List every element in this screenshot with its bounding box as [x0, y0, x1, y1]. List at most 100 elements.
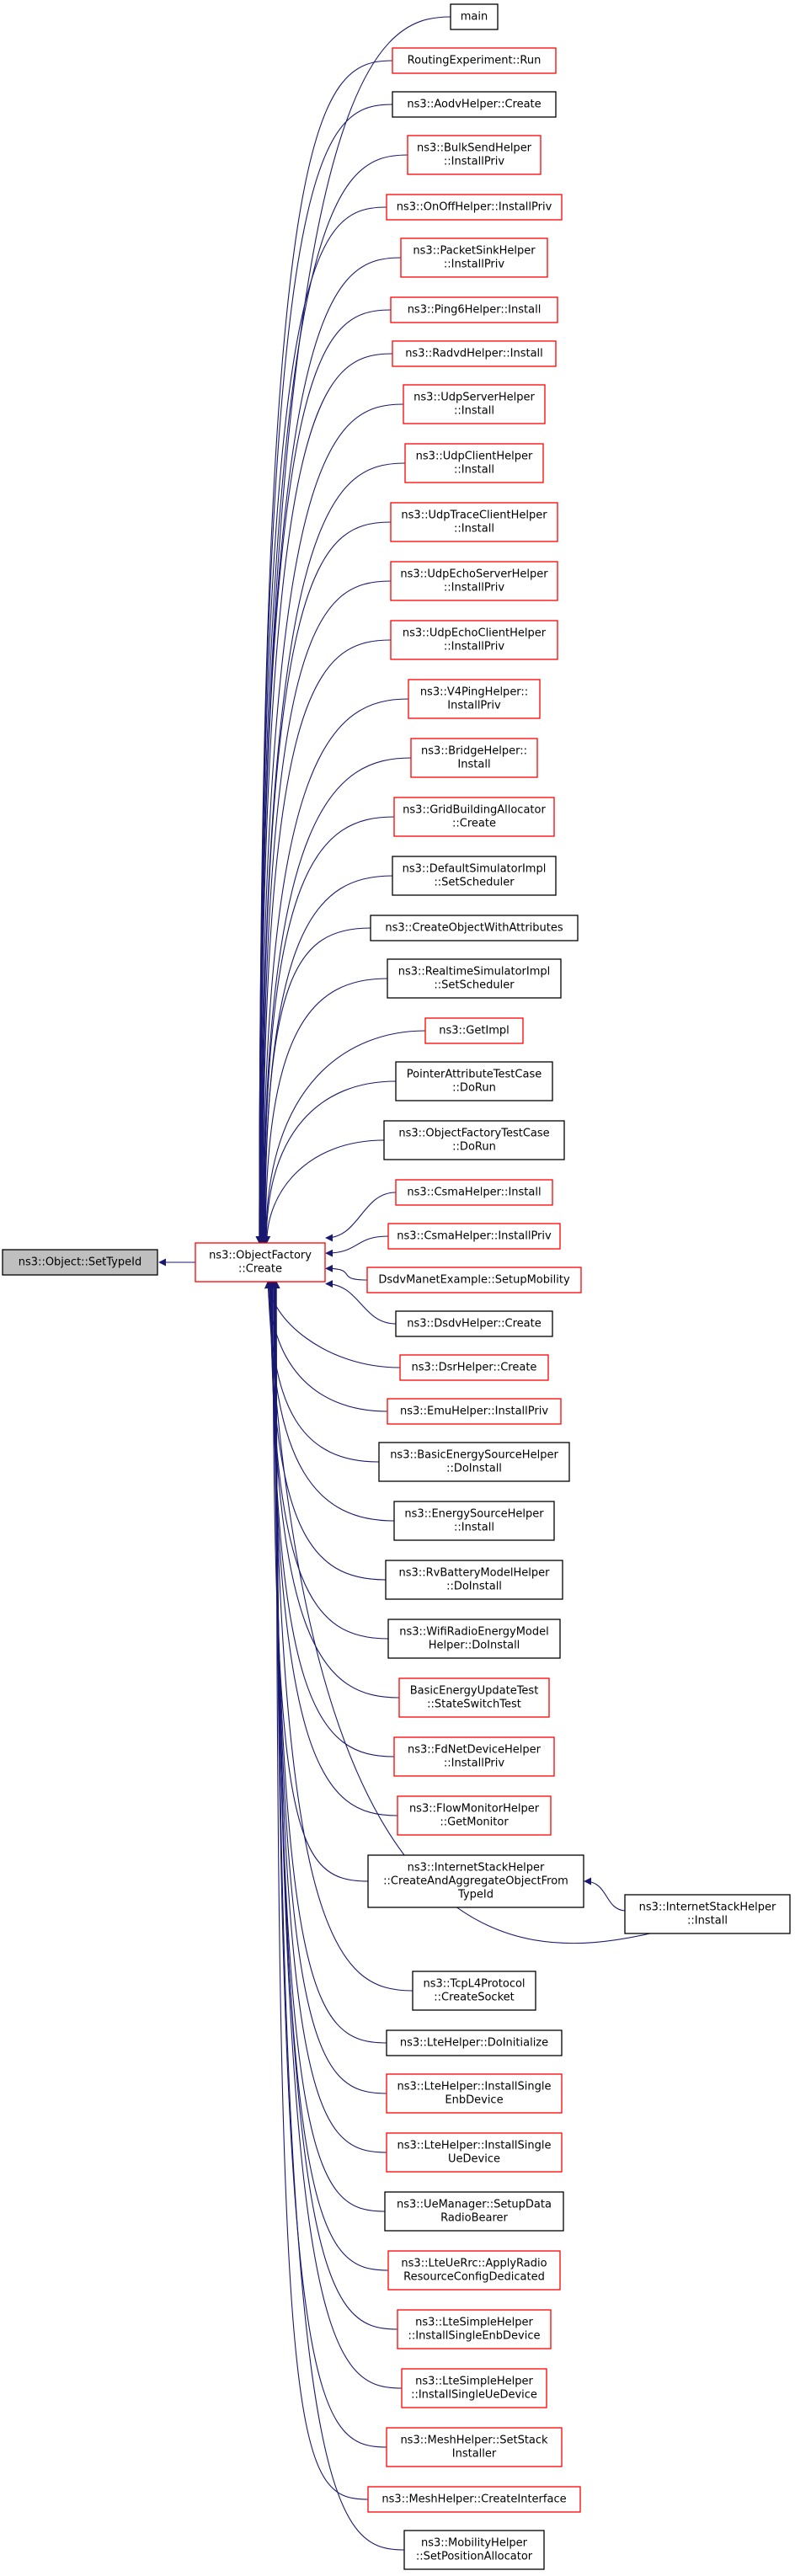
caller-node-label-line: ns3::LteHelper::DoInitialize: [400, 2037, 548, 2050]
side-node[interactable]: ns3::InternetStackHelper::Install: [624, 1894, 791, 1934]
caller-node[interactable]: ns3::DsdvHelper::Create: [395, 1310, 553, 1337]
caller-node[interactable]: ns3::BasicEnergySourceHelper::DoInstall: [378, 1442, 570, 1482]
caller-node[interactable]: BasicEnergyUpdateTest::StateSwitchTest: [398, 1677, 550, 1718]
hub-node[interactable]: ns3::ObjectFactory::Create: [195, 1242, 326, 1283]
caller-node-label-line: ::DoRun: [452, 1082, 496, 1095]
caller-node-label-line: ResourceConfigDedicated: [403, 2271, 545, 2284]
caller-node[interactable]: ns3::WifiRadioEnergyModelHelper::DoInsta…: [387, 1619, 561, 1659]
caller-node[interactable]: ns3::GridBuildingAllocator::Create: [393, 797, 555, 837]
caller-node-label-line: ns3::GetImpl: [439, 1025, 510, 1037]
root-node[interactable]: ns3::Object::SetTypeId: [2, 1249, 158, 1276]
caller-node[interactable]: ns3::V4PingHelper::InstallPriv: [408, 679, 541, 719]
caller-node-label-line: main: [461, 11, 488, 24]
side-node-label-line: ::Install: [687, 1915, 728, 1928]
caller-node[interactable]: main: [450, 3, 499, 30]
caller-node[interactable]: ns3::CsmaHelper::InstallPriv: [387, 1223, 561, 1250]
caller-node[interactable]: DsdvManetExample::SetupMobility: [366, 1267, 582, 1293]
caller-node-label-line: ns3::MeshHelper::SetStack: [400, 2435, 548, 2447]
caller-node-label-line: ns3::UdpTraceClientHelper: [401, 509, 547, 522]
caller-node-label-line: RadioBearer: [440, 2212, 508, 2225]
caller-node[interactable]: ns3::PacketSinkHelper::InstallPriv: [400, 237, 548, 278]
caller-node-box: [403, 2530, 545, 2570]
caller-node-label-line: InstallPriv: [447, 700, 501, 712]
caller-node[interactable]: ns3::LteSimpleHelper::InstallSingleUeDev…: [401, 2368, 547, 2408]
caller-node-label-line: ::SetScheduler: [434, 877, 515, 889]
caller-node[interactable]: ns3::UdpClientHelper::Install: [404, 443, 544, 483]
caller-node[interactable]: ns3::RealtimeSimulatorImpl::SetScheduler: [387, 958, 562, 999]
caller-node[interactable]: ns3::MeshHelper::CreateInterface: [367, 2486, 581, 2513]
caller-node-box: [392, 856, 557, 896]
caller-node[interactable]: ns3::LteHelper::DoInitialize: [386, 2029, 563, 2056]
caller-node[interactable]: ns3::UdpEchoClientHelper::InstallPriv: [390, 620, 558, 660]
caller-node-label-line: ns3::MobilityHelper: [421, 2537, 528, 2550]
caller-node[interactable]: ns3::DefaultSimulatorImpl::SetScheduler: [392, 856, 557, 896]
caller-node-label-line: ns3::ObjectFactoryTestCase: [398, 1128, 549, 1140]
caller-node-box: [387, 958, 562, 999]
caller-node-box: [395, 1179, 553, 1206]
caller-node-box: [403, 384, 546, 424]
caller-node[interactable]: ns3::LteHelper::InstallSingleEnbDevice: [386, 2073, 563, 2114]
caller-node-box: [390, 502, 558, 542]
edge-side-to-hub: [264, 1281, 651, 1944]
caller-node[interactable]: ns3::CreateObjectWithAttributes: [370, 915, 579, 941]
caller-node-label-line: Install: [457, 759, 490, 771]
caller-node[interactable]: RoutingExperiment::Run: [392, 47, 557, 74]
edge-caller-to-hub: [262, 1030, 426, 1244]
caller-node[interactable]: ns3::TcpL4Protocol::CreateSocket: [412, 1971, 536, 2011]
caller-node-label-line: PointerAttributeTestCase: [407, 1069, 542, 1081]
edge-caller-to-hub: [264, 1281, 401, 1368]
edge-caller-to-hub: [262, 1080, 397, 1244]
caller-node[interactable]: PointerAttributeTestCase::DoRun: [395, 1061, 553, 1101]
caller-node-box: [407, 135, 542, 175]
caller-node[interactable]: ns3::LteSimpleHelper::InstallSingleEnbDe…: [397, 2309, 552, 2349]
caller-node-box: [385, 1560, 563, 1600]
caller-node[interactable]: ns3::Ping6Helper::Install: [390, 296, 558, 323]
caller-node[interactable]: ns3::LteHelper::InstallSingleUeDevice: [386, 2132, 563, 2173]
caller-node[interactable]: ns3::MobilityHelper::SetPositionAllocato…: [403, 2530, 545, 2570]
caller-node[interactable]: ns3::EmuHelper::InstallPriv: [387, 1398, 562, 1425]
caller-node-label-line: ns3::DefaultSimulatorImpl: [403, 863, 547, 876]
caller-node[interactable]: ns3::RadvdHelper::Install: [392, 340, 557, 367]
caller-node[interactable]: ns3::RvBatteryModelHelper::DoInstall: [385, 1560, 563, 1600]
caller-node-label-line: ns3::MeshHelper::CreateInterface: [381, 2493, 566, 2506]
caller-node[interactable]: ns3::GetImpl: [424, 1017, 524, 1044]
caller-node-label-line: ns3::LteHelper::InstallSingle: [398, 2081, 552, 2093]
caller-node[interactable]: ns3::EnergySourceHelper::Install: [393, 1501, 555, 1541]
caller-node-label-line: ::Install: [454, 523, 494, 536]
caller-node[interactable]: ns3::UdpTraceClientHelper::Install: [390, 502, 558, 542]
caller-node[interactable]: ns3::FlowMonitorHelper::GetMonitor: [397, 1795, 552, 1836]
caller-node[interactable]: ns3::OnOffHelper::InstallPriv: [386, 194, 563, 221]
edge-caller-to-hub: [258, 521, 392, 1244]
caller-node-label-line: ns3::UeManager::SetupData: [397, 2199, 552, 2211]
caller-node-label-line: EnbDevice: [445, 2094, 503, 2107]
caller-node-box: [397, 1795, 552, 1836]
caller-node[interactable]: ns3::FdNetDeviceHelper::InstallPriv: [393, 1736, 555, 1777]
caller-node[interactable]: ns3::InternetStackHelper::CreateAndAggre…: [367, 1854, 584, 1908]
caller-node[interactable]: ns3::UdpEchoServerHelper::InstallPriv: [390, 561, 558, 601]
caller-node[interactable]: ns3::UdpServerHelper::Install: [403, 384, 546, 424]
caller-node-box: [386, 2132, 563, 2173]
caller-node-label-line: ns3::AodvHelper::Create: [407, 99, 541, 111]
edge-caller-to-hub: [261, 927, 371, 1244]
caller-node[interactable]: ns3::LteUeRrc::ApplyRadioResourceConfigD…: [387, 2250, 561, 2291]
caller-node[interactable]: ns3::CsmaHelper::Install: [395, 1179, 553, 1206]
caller-node-box: [393, 1501, 555, 1541]
edge-caller-to-hub: [272, 1281, 389, 2271]
edge-caller-to-hub: [269, 1281, 369, 1882]
caller-node-label-line: ::StateSwitchTest: [427, 1699, 521, 1711]
caller-node[interactable]: ns3::BridgeHelper::Install: [410, 738, 538, 778]
caller-node-label-line: ns3::EmuHelper::InstallPriv: [400, 1405, 548, 1418]
caller-node-label-line: ::SetPositionAllocator: [416, 2551, 533, 2563]
caller-node[interactable]: ns3::DsrHelper::Create: [399, 1354, 549, 1381]
caller-node-box: [397, 2309, 552, 2349]
caller-node-label-line: ns3::DsdvHelper::Create: [407, 1318, 541, 1331]
caller-node[interactable]: ns3::ObjectFactoryTestCase::DoRun: [383, 1120, 565, 1160]
caller-node[interactable]: ns3::AodvHelper::Create: [392, 91, 557, 118]
caller-node-label-line: ::DoRun: [452, 1141, 496, 1154]
caller-node-label-line: ns3::CsmaHelper::InstallPriv: [397, 1230, 552, 1243]
caller-node-label-line: ::InstallSingleUeDevice: [411, 2389, 537, 2402]
caller-node[interactable]: ns3::BulkSendHelper::InstallPriv: [407, 135, 542, 175]
caller-node-box: [395, 1061, 553, 1101]
